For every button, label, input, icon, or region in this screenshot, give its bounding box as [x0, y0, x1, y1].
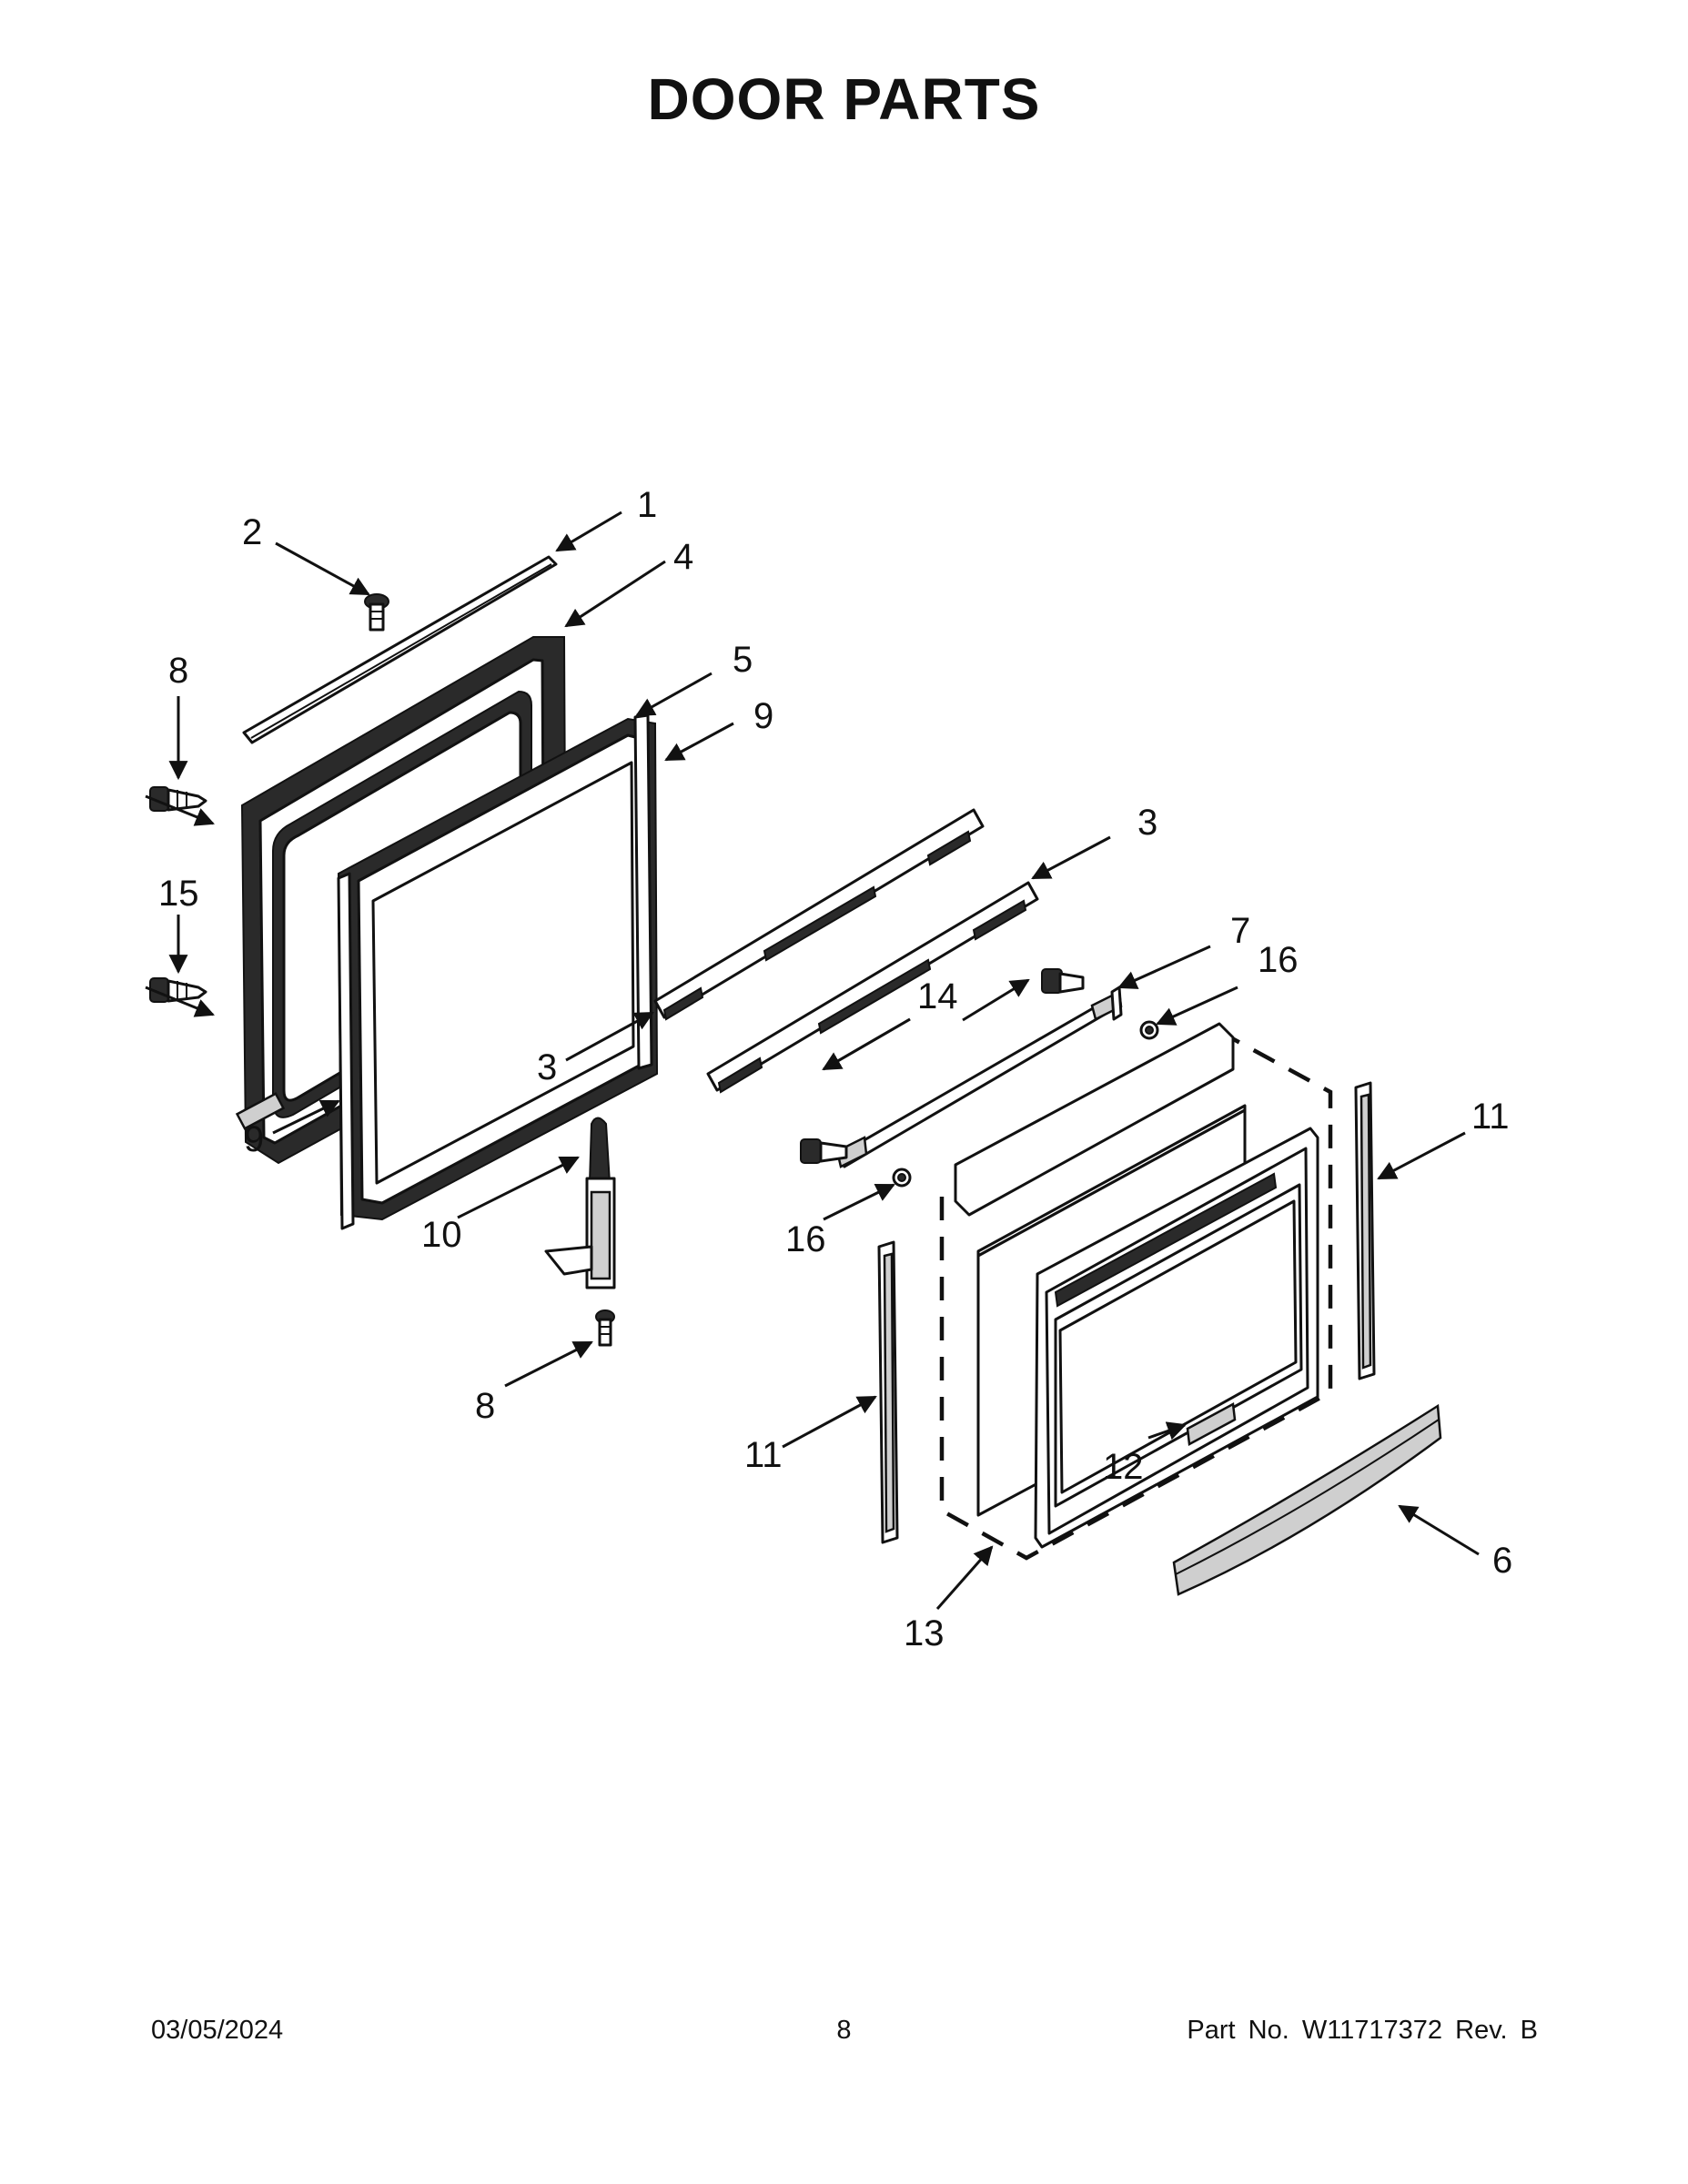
callout-6: 6: [1492, 1541, 1512, 1581]
callout-2: 2: [242, 512, 262, 552]
part-channel-3-lower: [706, 881, 1039, 1094]
part-glass-panel: [337, 717, 659, 1221]
callout-8-lower: 8: [475, 1386, 495, 1426]
page-title: DOOR PARTS: [647, 66, 1041, 132]
callout-14: 14: [917, 976, 958, 1016]
part-channel-3-upper: [653, 808, 985, 1021]
part-top-trim-strip: [242, 555, 558, 744]
footer-page-number: 8: [836, 2016, 852, 2045]
leader-lines: [145, 511, 1480, 1610]
callout-16-left: 16: [785, 1219, 826, 1259]
callout-9-left: 9: [244, 1119, 264, 1159]
part-side-strip-9b: [337, 872, 355, 1230]
part-door-handle: [1172, 1403, 1442, 1596]
part-side-trim-11-left: [877, 1240, 899, 1544]
callout-3-lower-left: 3: [537, 1047, 557, 1087]
callout-7: 7: [1230, 911, 1250, 951]
part-screw-8-upper: [149, 786, 207, 812]
callout-10: 10: [421, 1215, 462, 1255]
callout-8-upper: 8: [168, 651, 188, 691]
part-screw-15: [149, 977, 207, 1003]
part-bracket-pin: [1110, 986, 1123, 1021]
part-washer-16-lower: [892, 1168, 912, 1188]
callout-11-left: 11: [744, 1435, 783, 1475]
part-door-hinge: [544, 1117, 616, 1289]
callout-13: 13: [904, 1613, 945, 1653]
callout-11-right: 11: [1471, 1097, 1510, 1137]
part-side-trim-11-right: [1354, 1081, 1376, 1380]
footer-date: 03/05/2024: [151, 2016, 284, 2045]
part-screw-2: [364, 593, 389, 632]
callout-9-right: 9: [753, 696, 773, 736]
callout-5: 5: [733, 640, 753, 680]
callout-4: 4: [673, 537, 693, 577]
callout-15: 15: [158, 874, 199, 914]
part-washer-16-upper: [1139, 1020, 1159, 1040]
callout-1: 1: [637, 485, 657, 525]
callout-16-right: 16: [1258, 940, 1299, 980]
part-screw-8-lower: [595, 1309, 615, 1347]
part-outer-door-assembly: [939, 1022, 1333, 1561]
footer-part-number: Part No. W11717372 Rev. B: [1187, 2016, 1538, 2045]
callout-3-right: 3: [1137, 803, 1157, 843]
callout-12: 12: [1103, 1447, 1144, 1487]
